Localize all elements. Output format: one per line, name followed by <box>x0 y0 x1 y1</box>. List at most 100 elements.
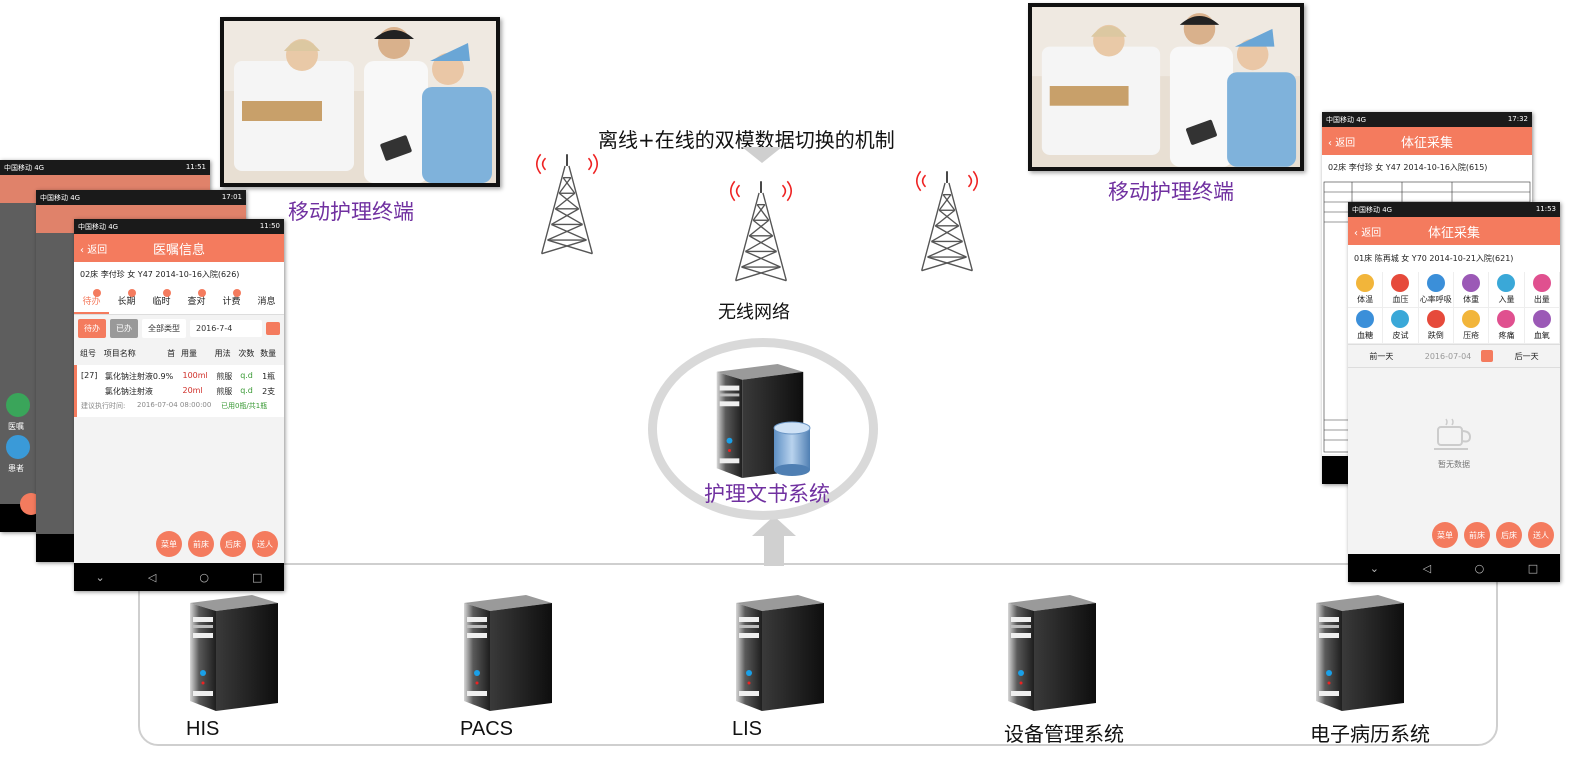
vital-label: 体重 <box>1463 295 1480 304</box>
quantity: 2支 <box>262 387 276 396</box>
side-item-patients: 患者 <box>8 464 24 473</box>
action-buttons: 菜单 前床 后床 送人 <box>1432 522 1554 548</box>
his-server-icon <box>180 593 284 713</box>
nursing-doc-system-ellipse <box>648 338 878 520</box>
tab-label: 计费 <box>222 297 241 307</box>
usage: 煎服 <box>216 372 233 381</box>
vital-item[interactable]: 体重 <box>1453 272 1490 308</box>
status-bar: 中国移动 4G 11:53 <box>1348 202 1560 217</box>
vital-item[interactable]: 入量 <box>1489 272 1525 308</box>
vital-item[interactable]: 出量 <box>1524 272 1560 308</box>
filter-bar: 待办 已办 全部类型 2016-7-4 <box>74 315 284 342</box>
vital-label: 皮试 <box>1392 331 1409 340</box>
patient-info: 02床 李付珍 女 Y47 2014-10-16入院(626) <box>74 262 284 287</box>
patient-info: 01床 陈再城 女 Y70 2014-10-21入院(621) <box>1348 245 1560 272</box>
tab-label: 消息 <box>257 297 276 307</box>
col-header: 用量 <box>180 349 197 358</box>
mobile-terminal-label-left: 移动护理终端 <box>288 200 414 224</box>
send-button[interactable]: 送人 <box>252 531 278 557</box>
vital-item[interactable]: 血压 <box>1383 272 1419 308</box>
home-nav-icon[interactable]: ○ <box>199 570 209 584</box>
back-button[interactable]: ‹ 返回 <box>1328 137 1356 149</box>
menu-button[interactable]: 菜单 <box>156 531 182 557</box>
usage: 煎服 <box>216 387 233 396</box>
vital-icon <box>1391 310 1410 328</box>
tab-billing[interactable]: 计费 <box>214 287 249 314</box>
next-bed-button[interactable]: 后床 <box>1496 522 1522 548</box>
done-chip[interactable]: 已办 <box>110 319 138 338</box>
vital-item[interactable]: 体温 <box>1348 272 1384 308</box>
next-bed-button[interactable]: 后床 <box>220 531 246 557</box>
prev-bed-button[interactable]: 前床 <box>188 531 214 557</box>
nursing-doc-system-label: 护理文书系统 <box>704 482 830 506</box>
dose: 100ml <box>182 371 208 380</box>
nav-bar: ⌄ ◁ ○ □ <box>1348 554 1560 582</box>
todo-chip[interactable]: 待办 <box>78 319 106 338</box>
vital-item[interactable]: 血糖 <box>1348 308 1384 344</box>
vital-icon <box>1497 274 1516 292</box>
tab-temporary[interactable]: 临时 <box>144 287 179 314</box>
vital-item[interactable]: 皮试 <box>1383 308 1419 344</box>
vital-item[interactable]: 疼痛 <box>1489 308 1525 344</box>
vital-label: 体温 <box>1357 295 1374 304</box>
next-day-button[interactable]: 后一天 <box>1514 351 1539 361</box>
status-bar: 中国移动 4G 17:32 <box>1322 112 1532 127</box>
signal-tower-icon <box>908 160 986 280</box>
back-nav-icon[interactable]: ◁ <box>1422 561 1432 575</box>
app-bar: ‹ 返回 体征采集 <box>1322 127 1532 155</box>
vital-label: 心率呼吸 <box>1419 295 1452 304</box>
vital-item[interactable]: 跌倒 <box>1418 308 1454 344</box>
col-header: 数量 <box>260 349 277 358</box>
tab-messages[interactable]: 消息 <box>249 287 284 314</box>
vital-item[interactable]: 压疮 <box>1453 308 1490 344</box>
time-text: 17:32 <box>1507 115 1528 123</box>
chevron-down-icon[interactable]: ⌄ <box>1369 561 1379 575</box>
type-filter[interactable]: 全部类型 <box>142 319 186 338</box>
prev-day-button[interactable]: 前一天 <box>1369 351 1394 361</box>
calendar-icon[interactable] <box>1481 350 1494 362</box>
vital-label: 入量 <box>1498 295 1515 304</box>
app-bar: ‹ 返回 体征采集 <box>1348 217 1560 245</box>
back-nav-icon[interactable]: ◁ <box>147 570 157 584</box>
date-field[interactable]: 2016-7-4 <box>190 320 262 337</box>
signal-tower-icon <box>722 170 800 290</box>
menu-button[interactable]: 菜单 <box>1432 522 1458 548</box>
chevron-down-icon[interactable]: ⌄ <box>95 570 105 584</box>
status-bar: 中国移动 4G 17:01 <box>36 190 246 205</box>
order-item[interactable]: [27] 氯化钠注射液0.9% 100ml 煎服 q.d 1瓶 氯化钠注射液 2… <box>74 365 284 417</box>
back-button[interactable]: ‹ 返回 <box>80 244 108 256</box>
prev-bed-button[interactable]: 前床 <box>1464 522 1490 548</box>
home-nav-icon[interactable]: ○ <box>1474 561 1485 575</box>
calendar-icon[interactable] <box>266 322 280 335</box>
time-text: 17:01 <box>221 193 242 201</box>
patients-icon[interactable] <box>6 435 30 459</box>
order-group: [27] <box>81 371 98 380</box>
orders-icon[interactable] <box>6 393 30 417</box>
tab-check[interactable]: 查对 <box>179 287 214 314</box>
drug-name: 氯化钠注射液0.9% <box>104 372 174 381</box>
tab-label: 长期 <box>117 297 136 307</box>
carrier-text: 中国移动 4G <box>78 223 119 231</box>
send-button[interactable]: 送人 <box>1528 522 1554 548</box>
col-header: 组号 <box>80 349 96 358</box>
device-mgmt-server-icon <box>998 593 1102 713</box>
nursing-photo-right <box>1028 3 1304 171</box>
col-header: 用法 <box>214 349 231 358</box>
recent-nav-icon[interactable]: □ <box>1527 561 1539 575</box>
status-bar: 中国移动 4G 11:51 <box>0 160 210 175</box>
wireless-network-label: 无线网络 <box>718 302 790 323</box>
frequency: q.d <box>240 371 253 380</box>
recent-nav-icon[interactable]: □ <box>252 570 263 584</box>
vital-label: 血氧 <box>1533 331 1550 340</box>
back-button[interactable]: ‹ 返回 <box>1354 227 1382 239</box>
exec-row: 建议执行时间: 2016-07-04 08:00:00 已用0瓶/共1瓶 <box>81 399 280 413</box>
vital-item[interactable]: 血氧 <box>1524 308 1560 344</box>
server-label-lis: LIS <box>732 718 763 740</box>
tab-long-term[interactable]: 长期 <box>109 287 144 314</box>
vital-item[interactable]: 心率呼吸 <box>1418 272 1454 308</box>
date-nav: 前一天 2016-07-04 后一天 <box>1348 344 1560 368</box>
tab-todo[interactable]: 待办 <box>74 287 109 314</box>
pacs-server-icon <box>454 593 558 713</box>
date-field[interactable]: 2016-07-04 <box>1424 351 1472 361</box>
exec-time: 2016-07-04 08:00:00 <box>137 401 212 409</box>
